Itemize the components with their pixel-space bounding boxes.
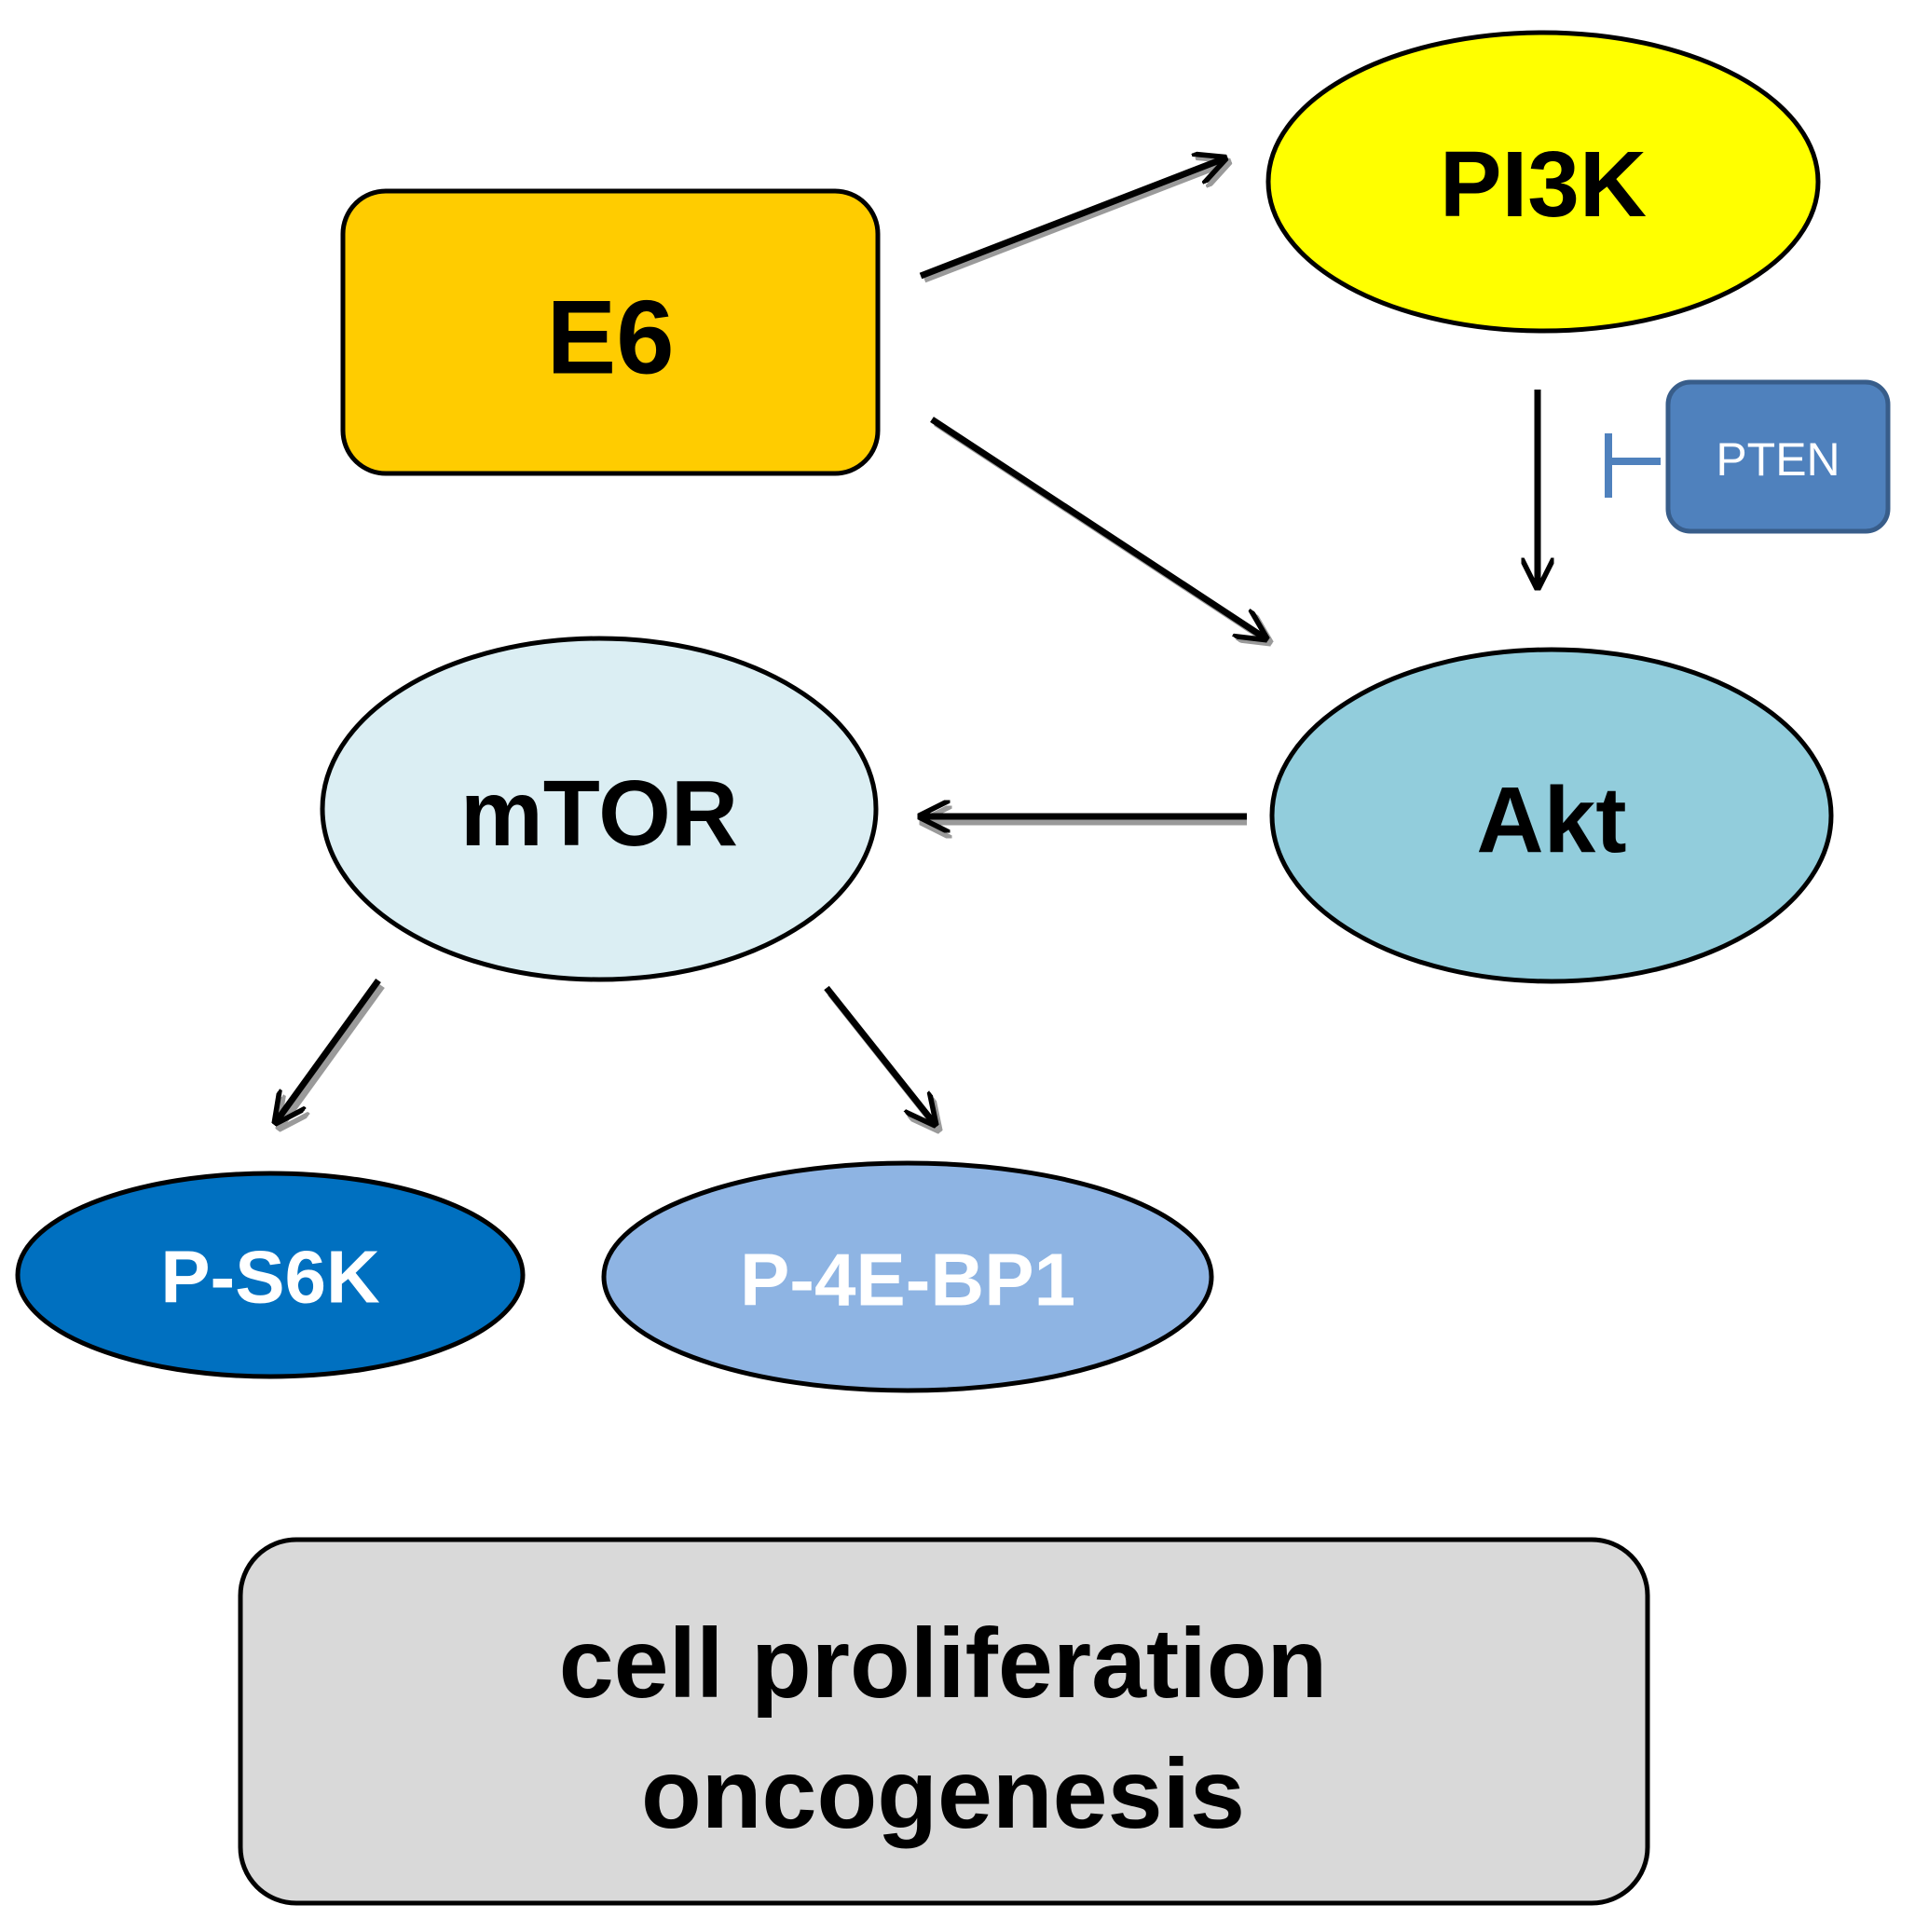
arrow-akt-to-mtor (921, 816, 1247, 822)
node-pten-label: PTEN (1716, 433, 1840, 486)
outcome-box: cell proliferation oncogenesis (238, 1537, 1650, 1906)
node-akt: Akt (1269, 647, 1834, 984)
node-mtor: mTOR (320, 636, 879, 982)
node-mtor-label: mTOR (460, 761, 738, 866)
node-e6: E6 (340, 188, 881, 476)
outcome-line-2: oncogenesis (641, 1739, 1245, 1849)
node-ps6k-label: P-S6K (160, 1236, 380, 1319)
outcome-line-1: cell proliferation (559, 1609, 1328, 1719)
node-e6-label: E6 (547, 280, 675, 396)
pten-inhibition-bar (1605, 433, 1661, 498)
node-pten: PTEN (1665, 379, 1891, 534)
arrow-e6-to-akt (930, 417, 1269, 642)
node-pi3k-label: PI3K (1440, 132, 1647, 237)
arrow-mtor-to-p4ebp1 (824, 985, 938, 1130)
node-akt-label: Akt (1476, 768, 1626, 872)
node-ps6k: P-S6K (15, 1171, 526, 1379)
node-pi3k: PI3K (1265, 30, 1821, 334)
node-p4ebp1-label: P-4E-BP1 (740, 1239, 1075, 1322)
arrow-mtor-to-ps6k (276, 978, 385, 1128)
arrow-e6-to-pi3k (919, 158, 1228, 283)
node-p4ebp1: P-4E-BP1 (601, 1160, 1214, 1393)
